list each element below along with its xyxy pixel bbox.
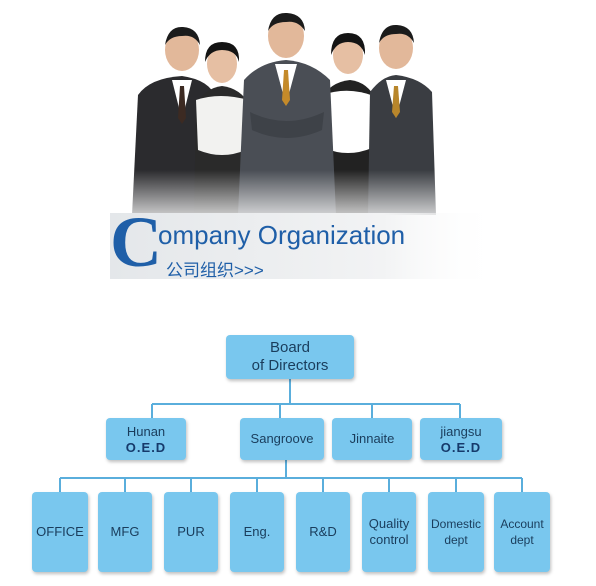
domestic-label: Domestic [430,517,481,531]
mfg-box: MFG [98,492,152,572]
sangroove-label: Sangroove [250,431,314,446]
jinnaite-label: Jinnaite [349,431,395,446]
pur-box: PUR [164,492,218,572]
board-of-directors-box: Board of Directors [226,335,354,379]
quality-label: Quality [368,516,410,531]
hunan-oed-label: O.E.D [125,439,167,455]
sangroove-box: Sangroove [240,418,324,460]
title-big-letter: C [110,202,162,282]
account-dept-label: dept [510,533,534,547]
mfg-label: MFG [110,524,140,539]
jiangsu-label: jiangsu [440,423,482,439]
hunan-oed-box: Hunan O.E.D [106,418,186,460]
hunan-label: Hunan [126,423,166,439]
pur-label: PUR [177,524,205,539]
board-line-1: Board [269,339,311,356]
rd-box: R&D [296,492,350,572]
jinnaite-box: Jinnaite [332,418,412,460]
office-label: OFFICE [36,524,84,539]
control-label: control [369,532,409,547]
title-english: ompany Organization [158,220,406,250]
account-label: Account [500,517,544,531]
company-organization-title: C ompany Organization 公司组织>>> [110,206,470,282]
eng-label: Eng. [243,524,271,539]
domestic-dept-box: Domestic dept [428,492,484,572]
jiangsu-oed-box: jiangsu O.E.D [420,418,502,460]
jiangsu-oed-label: O.E.D [440,439,482,455]
eng-box: Eng. [230,492,284,572]
title-chinese: 公司组织>>> [166,261,264,280]
team-photo [100,12,500,279]
office-box: OFFICE [32,492,88,572]
board-line-2: of Directors [251,357,329,374]
rd-label: R&D [309,524,337,539]
domestic-dept-label: dept [444,533,468,547]
account-dept-box: Account dept [494,492,550,572]
quality-control-box: Quality control [362,492,416,572]
